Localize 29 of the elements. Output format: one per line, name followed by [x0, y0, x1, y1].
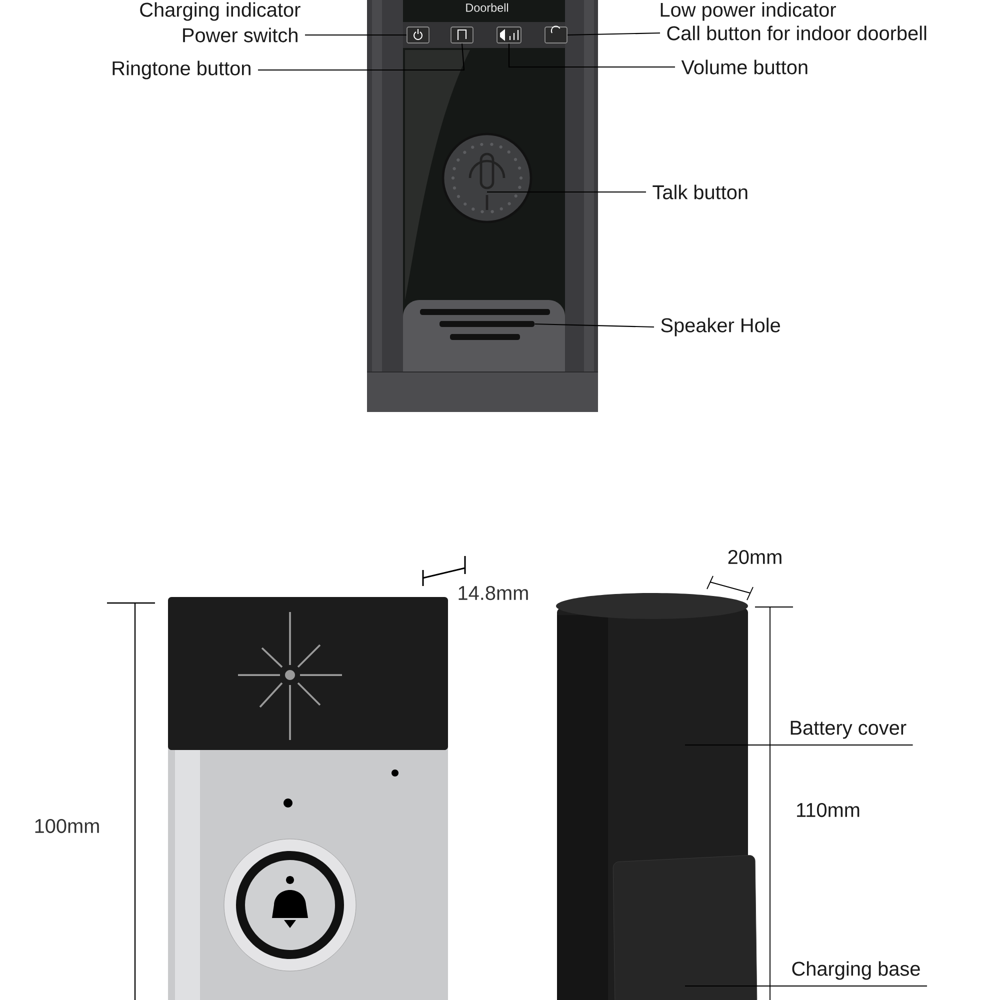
screen-text: Doorbell: [466, 3, 508, 12]
leader-line: [508, 43, 675, 68]
callout-label: Volume button: [681, 60, 808, 74]
dimension-label: 20mm: [728, 550, 782, 564]
call-button: [544, 26, 568, 44]
callout-label: Ringtone button: [112, 60, 250, 80]
volume-button: [496, 26, 522, 44]
talk-button: [442, 132, 532, 224]
leader-line: [258, 43, 465, 71]
leader-line: [685, 744, 913, 746]
callout-label: Call button for indoor doorbell: [667, 26, 926, 40]
callout-label: Charging indicator: [140, 2, 300, 21]
leader-line: [487, 191, 646, 193]
callout-label: Speaker Hole: [661, 318, 780, 336]
leader-line: [534, 323, 654, 328]
dimension-label: 110mm: [797, 802, 860, 818]
ringtone-button: [450, 26, 474, 44]
dimension-label: 14.8mm: [458, 586, 528, 600]
dimension-label: 100mm: [35, 818, 99, 834]
speaker-slot: [440, 321, 534, 327]
leader-line: [567, 32, 660, 36]
callout-label: Battery cover: [790, 720, 906, 739]
leader-line: [305, 34, 407, 36]
callout-label: Talk button: [652, 184, 748, 200]
callout-label: Low power indicator: [660, 2, 836, 21]
power-button: [406, 26, 430, 44]
leader-line: [685, 985, 928, 987]
callout-label: Charging base: [792, 961, 920, 980]
callout-label: Power switch: [183, 28, 298, 42]
